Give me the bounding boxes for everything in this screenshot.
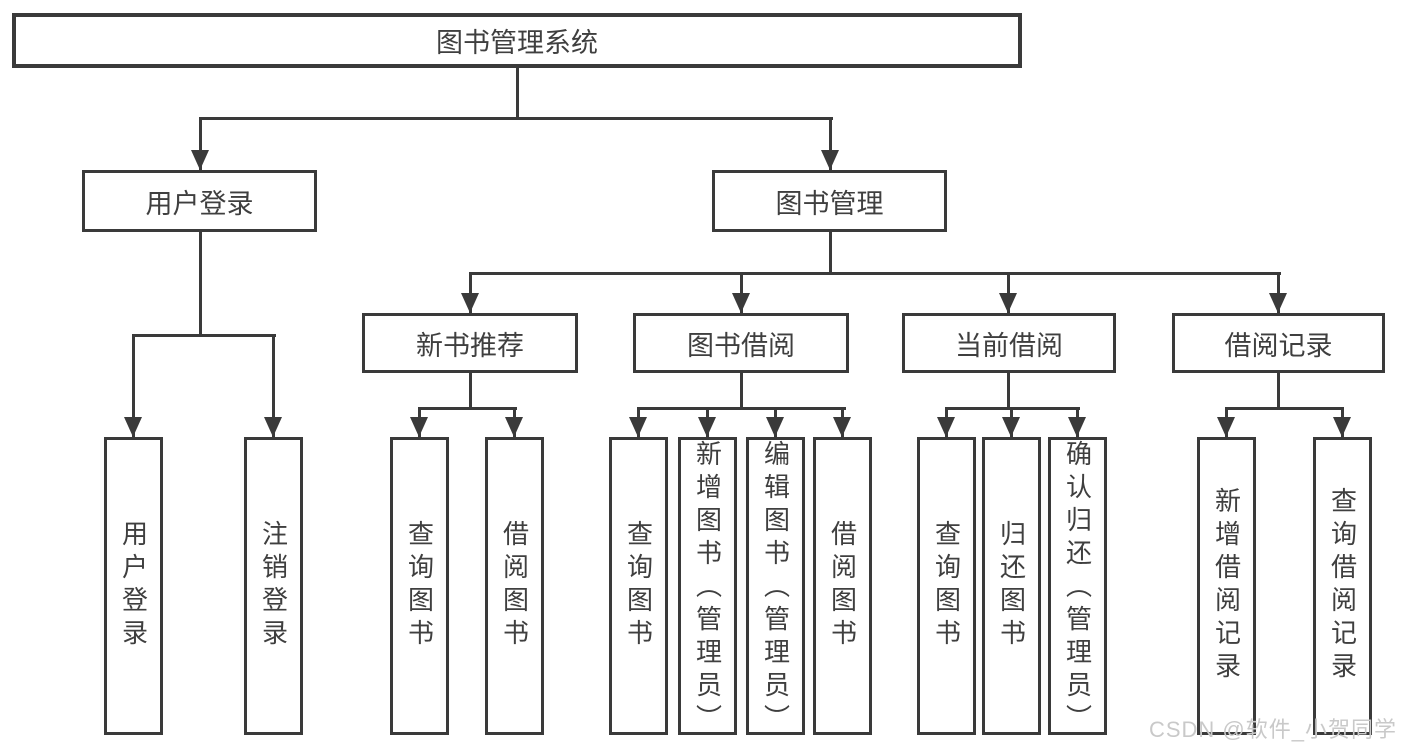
leaf-query-books: 查询图书 — [917, 437, 976, 735]
leaf-borrow-books: 借阅图书 — [813, 437, 872, 735]
arrow-down-icon — [833, 417, 851, 437]
connector-drop-leaf — [132, 334, 135, 437]
connector-borrow-records-hline — [1225, 407, 1344, 410]
node-book-borrow: 图书借阅 — [633, 313, 849, 373]
leaf-add-borrow-record: 新增借阅记录 — [1197, 437, 1256, 735]
leaf-return-books: 归还图书 — [982, 437, 1041, 735]
connector-new-book-stem — [469, 371, 472, 410]
connector-book-borrow-hline — [637, 407, 846, 410]
connector-drop-leaf — [272, 334, 275, 437]
leaf-query-borrow-record: 查询借阅记录 — [1313, 437, 1372, 735]
leaf-borrow-books: 借阅图书 — [485, 437, 544, 735]
connector-drop-book-borrow — [740, 272, 743, 313]
arrow-down-icon — [1217, 417, 1235, 437]
connector-user-login-stem — [199, 230, 202, 337]
node-library-management-system: 图书管理系统 — [12, 13, 1022, 68]
arrow-down-icon — [1333, 417, 1351, 437]
connector-level3-hline — [469, 272, 1281, 275]
node-borrow-records: 借阅记录 — [1172, 313, 1385, 373]
arrow-down-icon — [732, 293, 750, 313]
arrow-down-icon — [937, 417, 955, 437]
node-current-borrow: 当前借阅 — [902, 313, 1116, 373]
connector-root-stem — [516, 68, 519, 120]
leaf-query-books: 查询图书 — [609, 437, 668, 735]
node-user-login: 用户登录 — [82, 170, 317, 232]
arrow-down-icon — [461, 293, 479, 313]
arrow-down-icon — [124, 417, 142, 437]
arrow-down-icon — [1002, 417, 1020, 437]
node-new-book-recommend: 新书推荐 — [362, 313, 578, 373]
arrow-down-icon — [999, 293, 1017, 313]
arrow-down-icon — [1269, 293, 1287, 313]
leaf-confirm-return-admin: 确认归还（管理员） — [1048, 437, 1107, 737]
connector-user-login-hline — [132, 334, 276, 337]
arrow-down-icon — [698, 417, 716, 437]
connector-borrow-records-stem — [1277, 371, 1280, 410]
connector-book-borrow-stem — [740, 371, 743, 410]
arrow-down-icon — [766, 417, 784, 437]
connector-new-book-hline — [418, 407, 517, 410]
arrow-down-icon — [191, 150, 209, 170]
leaf-add-books-admin: 新增图书（管理员） — [678, 437, 737, 737]
csdn-watermark: CSDN @软件_小贺同学 — [1148, 717, 1397, 742]
arrow-down-icon — [821, 150, 839, 170]
connector-current-borrow-stem — [1007, 371, 1010, 410]
leaf-user-login: 用户登录 — [104, 437, 163, 735]
connector-drop-book-management — [829, 117, 832, 170]
connector-drop-borrow-records — [1277, 272, 1280, 313]
node-book-management: 图书管理 — [712, 170, 947, 232]
arrow-down-icon — [264, 417, 282, 437]
arrow-down-icon — [629, 417, 647, 437]
connector-drop-current-borrow — [1007, 272, 1010, 313]
connector-drop-new-book — [469, 272, 472, 313]
connector-level2-hline — [199, 117, 833, 120]
leaf-logout: 注销登录 — [244, 437, 303, 735]
leaf-edit-books-admin: 编辑图书（管理员） — [746, 437, 805, 737]
arrow-down-icon — [505, 417, 523, 437]
arrow-down-icon — [1068, 417, 1086, 437]
leaf-query-books: 查询图书 — [390, 437, 449, 735]
arrow-down-icon — [410, 417, 428, 437]
connector-book-management-stem — [829, 230, 832, 275]
connector-drop-user-login — [199, 117, 202, 170]
